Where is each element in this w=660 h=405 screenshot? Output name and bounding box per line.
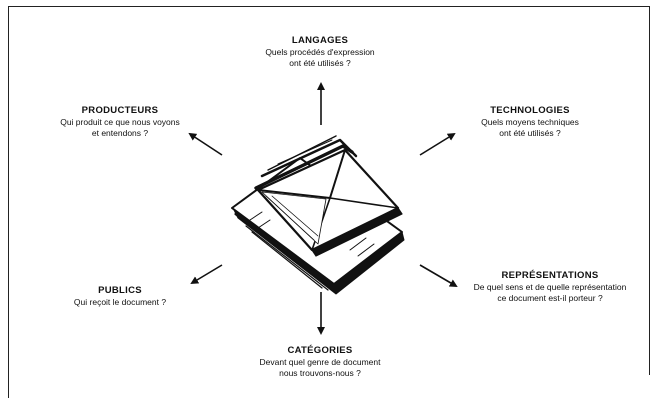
node-langages-question-2: ont été utilisés ? [230, 58, 410, 69]
node-langages-title: LANGAGES [230, 35, 410, 46]
node-categories: CATÉGORIES Devant quel genre de document… [220, 345, 420, 379]
node-representations-question-1: De quel sens et de quelle représentation [440, 282, 660, 293]
node-technologies-title: TECHNOLOGIES [440, 105, 620, 116]
arrow-publics [192, 265, 222, 283]
envelope-letters-icon [232, 136, 404, 294]
node-producteurs: PRODUCTEURS Qui produit ce que nous voyo… [20, 105, 220, 139]
node-categories-title: CATÉGORIES [220, 345, 420, 356]
node-publics: PUBLICS Qui reçoit le document ? [50, 285, 190, 308]
node-langages: LANGAGES Quels procédés d'expression ont… [230, 35, 410, 69]
node-representations-title: REPRÉSENTATIONS [440, 270, 660, 281]
node-publics-question-1: Qui reçoit le document ? [50, 297, 190, 308]
node-producteurs-title: PRODUCTEURS [20, 105, 220, 116]
node-technologies-question-1: Quels moyens techniques [440, 117, 620, 128]
node-technologies: TECHNOLOGIES Quels moyens techniques ont… [440, 105, 620, 139]
node-producteurs-question-1: Qui produit ce que nous voyons [20, 117, 220, 128]
node-representations: REPRÉSENTATIONS De quel sens et de quell… [440, 270, 660, 304]
node-publics-title: PUBLICS [50, 285, 190, 296]
node-technologies-question-2: ont été utilisés ? [440, 128, 620, 139]
node-categories-question-1: Devant quel genre de document [220, 357, 420, 368]
node-representations-question-2: ce document est-il porteur ? [440, 293, 660, 304]
node-langages-question-1: Quels procédés d'expression [230, 47, 410, 58]
node-producteurs-question-2: et entendons ? [20, 128, 220, 139]
node-categories-question-2: nous trouvons-nous ? [220, 368, 420, 379]
